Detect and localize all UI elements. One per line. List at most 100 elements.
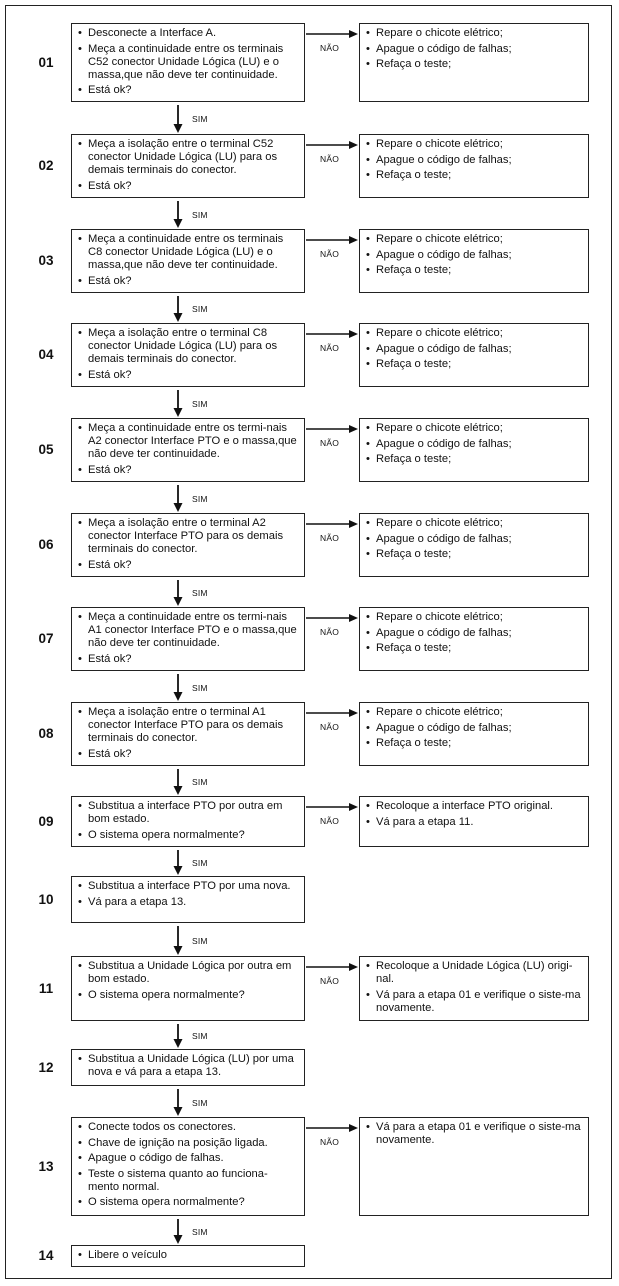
- yes-label: SIM: [192, 682, 208, 693]
- bullet-item: Apague o código de falhas;: [366, 343, 582, 356]
- yes-arrow: [173, 390, 183, 417]
- yes-label: SIM: [192, 857, 208, 868]
- bullet-item: Refaça o teste;: [366, 169, 582, 182]
- step-number: 10: [38, 891, 54, 907]
- yes-arrow: [173, 926, 183, 955]
- bullet-item: Repare o chicote elétrico;: [366, 517, 582, 530]
- no-label: NÃO: [320, 976, 340, 986]
- no-branch-box: Repare o chicote elétrico;Apague o códig…: [359, 134, 589, 198]
- step-number: 06: [38, 537, 54, 552]
- step-box: Meça a continuidade entre os terminais C…: [71, 229, 305, 293]
- step-box: Meça a continuidade entre os termi-nais …: [71, 418, 305, 482]
- no-branch-box: Repare o chicote elétrico;Apague o códig…: [359, 702, 589, 766]
- bullet-item: Meça a isolação entre o terminal A2 cone…: [78, 517, 298, 556]
- no-arrow: [306, 141, 358, 149]
- step-box: Meça a isolação entre o terminal C8 cone…: [71, 323, 305, 387]
- bullet-item: Vá para a etapa 01 e verifique o siste-m…: [366, 1121, 582, 1147]
- step-number: 13: [38, 1158, 54, 1174]
- bullet-item: Apague o código de falhas;: [366, 438, 582, 451]
- step-number: 09: [38, 813, 54, 829]
- no-branch-box: Repare o chicote elétrico; Apague o códig…: [359, 513, 589, 577]
- bullet-item: Substitua a interface PTO por uma nova.: [78, 880, 298, 893]
- yes-arrow: [173, 1024, 183, 1048]
- bullet-item: Está ok?: [78, 653, 298, 666]
- bullet-item: Apague o código de falhas;: [366, 533, 582, 546]
- yes-label: SIM: [192, 304, 208, 314]
- no-branch-box: Recoloque a Unidade Lógica (LU) origi-na…: [359, 956, 589, 1021]
- bullet-item: Apague o código de falhas;: [366, 722, 582, 735]
- yes-label: SIM: [192, 935, 208, 946]
- yes-label: SIM: [192, 1097, 208, 1108]
- bullet-item: Refaça o teste;: [366, 58, 582, 71]
- no-branch-box: Vá para a etapa 01 e verifique o siste-m…: [359, 1117, 589, 1216]
- page-frame: [5, 5, 612, 1279]
- yes-arrow: [173, 296, 183, 322]
- bullet-item: Está ok?: [78, 275, 298, 288]
- yes-arrow: [173, 580, 183, 606]
- no-label: NÃO: [320, 722, 340, 732]
- no-label: NÃO: [320, 43, 340, 53]
- bullet-item: Meça a continuidade entre os termi-nais …: [78, 611, 298, 650]
- yes-label: SIM: [192, 114, 208, 124]
- yes-label: SIM: [192, 493, 208, 504]
- no-arrow: [306, 803, 358, 811]
- yes-label: SIM: [192, 777, 208, 787]
- yes-label: SIM: [192, 1031, 208, 1041]
- yes-arrow: [173, 850, 183, 875]
- yes-label: SIM: [192, 1226, 208, 1237]
- no-branch-box: Repare o chicote elétrico;Apague o códig…: [359, 23, 589, 102]
- step-number: 07: [38, 631, 54, 646]
- no-branch-box: Repare o chicote elétrico;Apague o códig…: [359, 418, 589, 482]
- yes-arrow: [173, 769, 183, 795]
- no-arrow: [306, 236, 358, 244]
- step-number: 08: [38, 726, 54, 741]
- no-label: NÃO: [320, 249, 340, 259]
- step-number: 01: [38, 54, 54, 70]
- step-box: Substitua a Unidade Lógica por outra em …: [71, 956, 305, 1021]
- step-number: 14: [38, 1248, 54, 1263]
- no-label: NÃO: [320, 627, 340, 637]
- bullet-item: Está ok?: [78, 369, 298, 382]
- bullet-item: O sistema opera normalmente?: [78, 829, 298, 842]
- step-box: Meça a isolação entre o terminal C52 con…: [71, 134, 305, 198]
- no-label: NÃO: [320, 1137, 340, 1147]
- bullet-item: Repare o chicote elétrico;: [366, 327, 582, 340]
- no-label: NÃO: [320, 533, 340, 543]
- no-arrow: [306, 30, 358, 38]
- yes-label: SIM: [192, 209, 208, 220]
- step-number: 02: [38, 158, 54, 173]
- bullet-item: Chave de ignição na posição ligada.: [78, 1137, 298, 1150]
- bullet-item: Desconecte a Interface A.: [78, 27, 298, 40]
- bullet-item: Refaça o teste;: [366, 358, 582, 371]
- step-box: Meça a isolação entre o terminal A1 cone…: [71, 702, 305, 766]
- step-box: Meça a continuidade entre os termi-nais …: [71, 607, 305, 671]
- bullet-item: O sistema opera normalmente?: [78, 1196, 298, 1209]
- step-box: Libere o veículo: [71, 1245, 305, 1267]
- step-number: 11: [38, 980, 54, 996]
- bullet-item: Apague o código de falhas.: [78, 1152, 298, 1165]
- step-box: Substitua a interface PTO por outra em b…: [71, 796, 305, 847]
- step-number: 03: [38, 253, 54, 268]
- step-number: 12: [38, 1059, 54, 1075]
- yes-arrow: [173, 1219, 183, 1244]
- bullet-item: Repare o chicote elétrico;: [366, 611, 582, 624]
- no-arrow: [306, 709, 358, 717]
- yes-arrow: [173, 1089, 183, 1116]
- bullet-item: Apague o código de falhas;: [366, 249, 582, 262]
- step-number: 05: [38, 442, 54, 457]
- step-box: Desconecte a Interface A.Meça a continui…: [71, 23, 305, 102]
- bullet-item: Refaça o teste;: [366, 548, 582, 561]
- no-label: NÃO: [320, 343, 340, 353]
- no-branch-box: Repare o chicote elétrico; Apague o códig…: [359, 323, 589, 387]
- yes-label: SIM: [192, 588, 208, 598]
- bullet-item: Meça a continuidade entre os terminais C…: [78, 233, 298, 272]
- no-arrow: [306, 1124, 358, 1132]
- bullet-item: Recoloque a interface PTO original.: [366, 800, 582, 813]
- no-arrow: [306, 520, 358, 528]
- step-box: Meça a isolação entre o terminal A2 cone…: [71, 513, 305, 577]
- no-label: NÃO: [320, 154, 340, 164]
- step-number: 04: [38, 347, 54, 362]
- no-label: NÃO: [320, 438, 340, 448]
